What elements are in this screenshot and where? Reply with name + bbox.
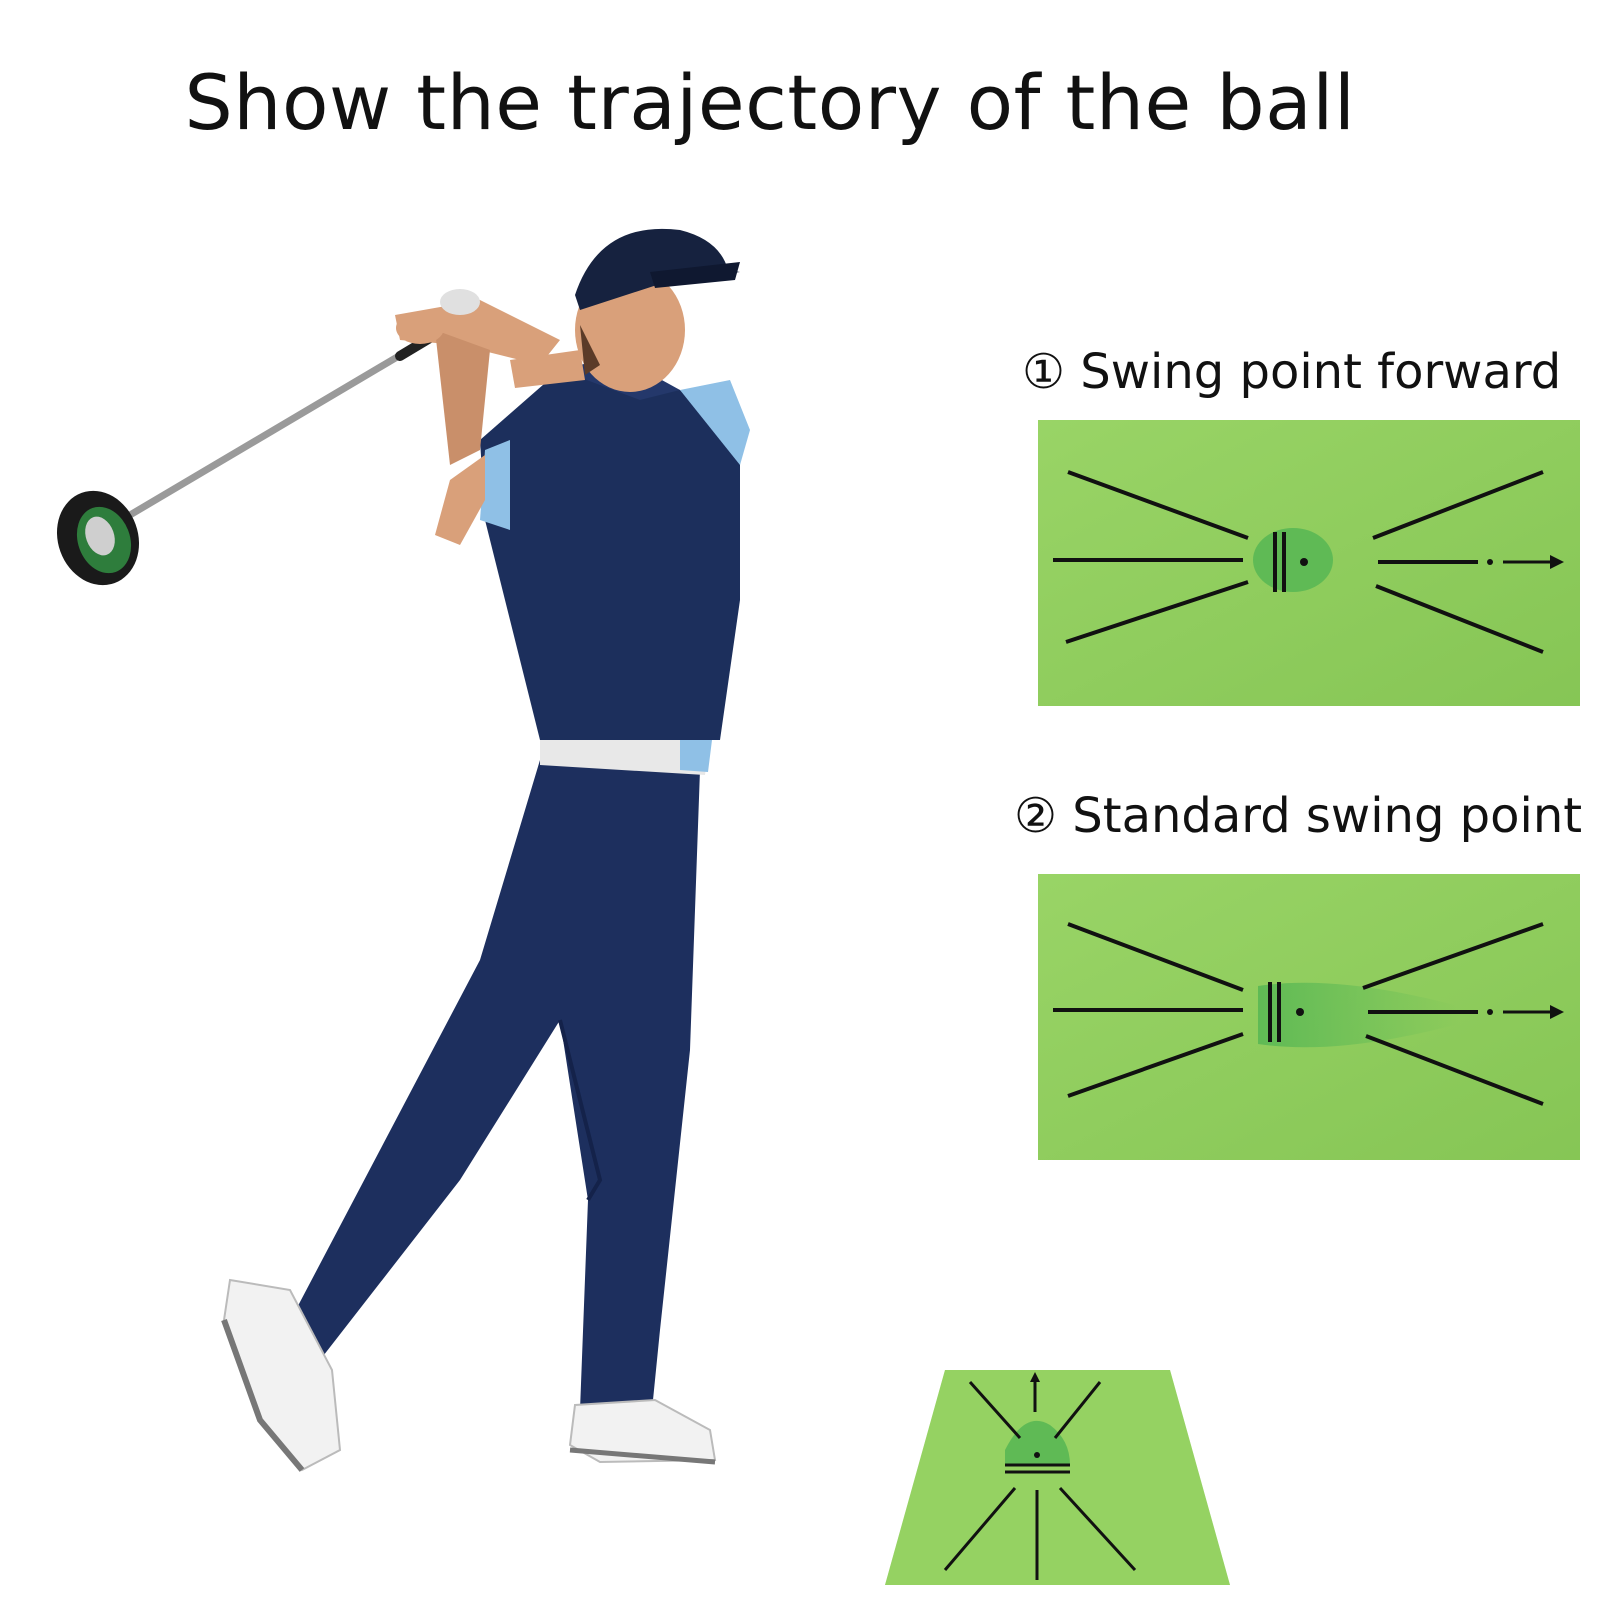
panel-1-caption: ① Swing point forward xyxy=(1022,344,1561,400)
ball-dot xyxy=(1296,1008,1304,1016)
golf-club-head xyxy=(56,490,140,586)
mat-swing-forward xyxy=(1038,420,1580,706)
impact-mark xyxy=(1253,528,1333,592)
headline: Show the trajectory of the ball xyxy=(184,58,1356,147)
panel-2-marker: ② xyxy=(1014,788,1058,844)
golfer-illustration xyxy=(40,200,800,1580)
mat-standard-swing xyxy=(1038,874,1580,1160)
ball-dot xyxy=(1300,558,1308,566)
vest xyxy=(480,370,740,740)
impact-trail xyxy=(1258,982,1458,1048)
panel-1-label: Swing point forward xyxy=(1080,344,1562,400)
panel-1-marker: ① xyxy=(1022,344,1066,400)
arm-back xyxy=(435,455,485,545)
arrow-icon xyxy=(1550,1005,1564,1019)
mat-perspective xyxy=(885,1370,1230,1590)
arrow-icon xyxy=(1550,555,1564,569)
panel-2-caption: ② Standard swing point xyxy=(1014,788,1582,844)
panel-2-label: Standard swing point xyxy=(1072,788,1583,844)
pants xyxy=(280,760,700,1410)
arrow-up-icon xyxy=(1030,1372,1040,1382)
cap xyxy=(575,228,740,310)
